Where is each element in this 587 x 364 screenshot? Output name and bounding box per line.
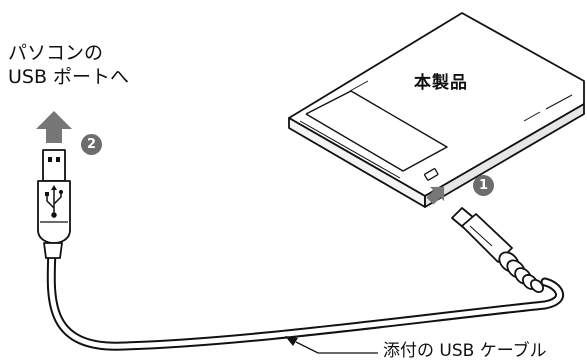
- cable-pointer: [285, 336, 378, 354]
- step-1-badge: 1: [473, 175, 494, 196]
- device-label: 本製品: [414, 73, 468, 93]
- pc-label-line-1: パソコンの: [8, 42, 104, 64]
- step-2-badge: 2: [81, 134, 102, 155]
- arrow-into-device: [426, 186, 445, 205]
- usb-symbol-icon: [45, 185, 63, 218]
- pc-label-line-2: USB ポートへ: [8, 66, 130, 88]
- usb-a-connector: [37, 149, 71, 259]
- mini-usb-connector: [451, 207, 544, 293]
- device-drive: [288, 12, 585, 208]
- cable-label: 添付の USB ケーブル: [383, 341, 547, 361]
- usb-cable: [46, 245, 564, 351]
- arrow-up-to-pc: [36, 111, 72, 143]
